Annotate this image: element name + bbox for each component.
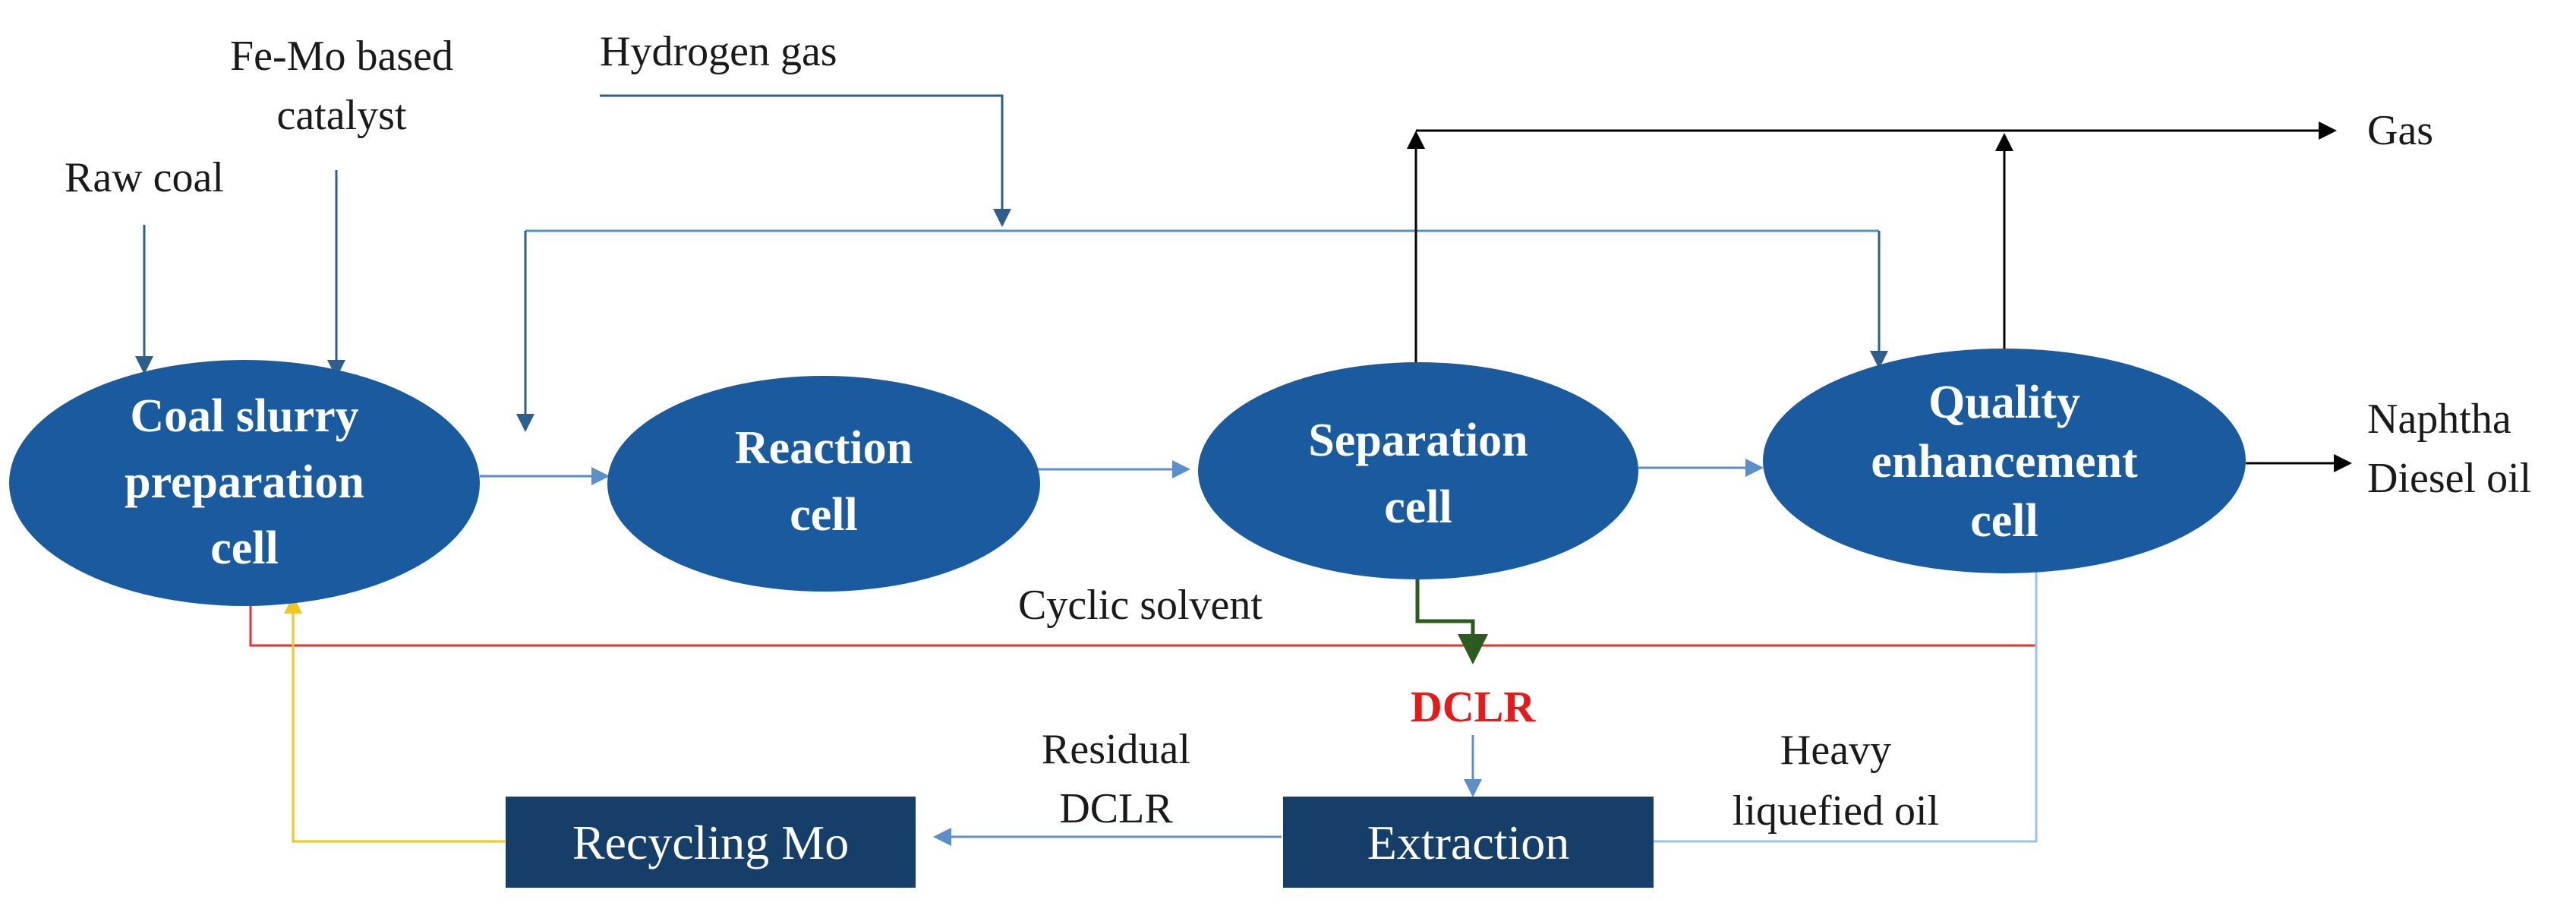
label-residual-dclr-line: DCLR (1059, 785, 1173, 832)
node-label-line: Separation (1308, 415, 1528, 466)
flow-labels: Raw coal Fe-Mo based catalyst Hydrogen g… (65, 28, 2531, 835)
node-separation[interactable]: Separation cell (1198, 362, 1638, 579)
label-diesel-oil: Diesel oil (2367, 455, 2531, 502)
node-shape (506, 797, 916, 888)
flow-lines (135, 94, 2352, 846)
node-shape (607, 376, 1040, 592)
label-heavy-oil-line: liquefied oil (1733, 787, 1939, 835)
label-dclr: DCLR (1411, 682, 1536, 731)
node-shape (1198, 362, 1638, 579)
node-label-line: cell (1970, 495, 2038, 547)
label-catalyst-line: catalyst (276, 92, 406, 139)
label-gas: Gas (2367, 107, 2433, 154)
node-label-line: preparation (125, 456, 364, 508)
node-shape (1763, 349, 2246, 573)
node-extraction[interactable]: Extraction (1283, 797, 1654, 888)
node-label-line: Quality (1928, 377, 2080, 428)
node-shape (1283, 797, 1654, 888)
node-label-line: Reaction (735, 422, 913, 474)
node-label: Extraction (1367, 816, 1570, 869)
arrow-recycling-to-slurry (284, 595, 505, 843)
label-cyclic-solvent: Cyclic solvent (1018, 582, 1263, 629)
label-catalyst-line: Fe-Mo based (230, 33, 453, 80)
arrow-separation-to-dclr (1415, 576, 1488, 664)
label-hydrogen: Hydrogen gas (600, 28, 837, 75)
label-raw-coal: Raw coal (65, 154, 224, 201)
label-naphtha: Naphtha (2367, 396, 2511, 443)
node-reaction[interactable]: Reaction cell (607, 376, 1040, 592)
node-shape (9, 360, 480, 606)
label-heavy-oil-line: Heavy (1780, 727, 1891, 774)
node-recycling-mo[interactable]: Recycling Mo (506, 797, 916, 888)
node-label-line: enhancement (1871, 436, 2138, 488)
label-residual-dclr-line: Residual (1042, 726, 1190, 773)
node-label: Recycling Mo (572, 816, 849, 869)
cyclic-solvent-line (249, 606, 2036, 647)
node-label-line: Coal slurry (130, 390, 358, 442)
node-quality-enhancement[interactable]: Quality enhancement cell (1763, 349, 2246, 573)
node-coal-slurry-preparation[interactable]: Coal slurry preparation cell (9, 360, 480, 606)
node-label-line: cell (1384, 481, 1452, 533)
node-label-line: cell (790, 489, 858, 541)
node-label-line: cell (210, 522, 279, 574)
arrow-hydrogen (600, 94, 1011, 227)
heavy-oil-line (1654, 456, 2038, 843)
